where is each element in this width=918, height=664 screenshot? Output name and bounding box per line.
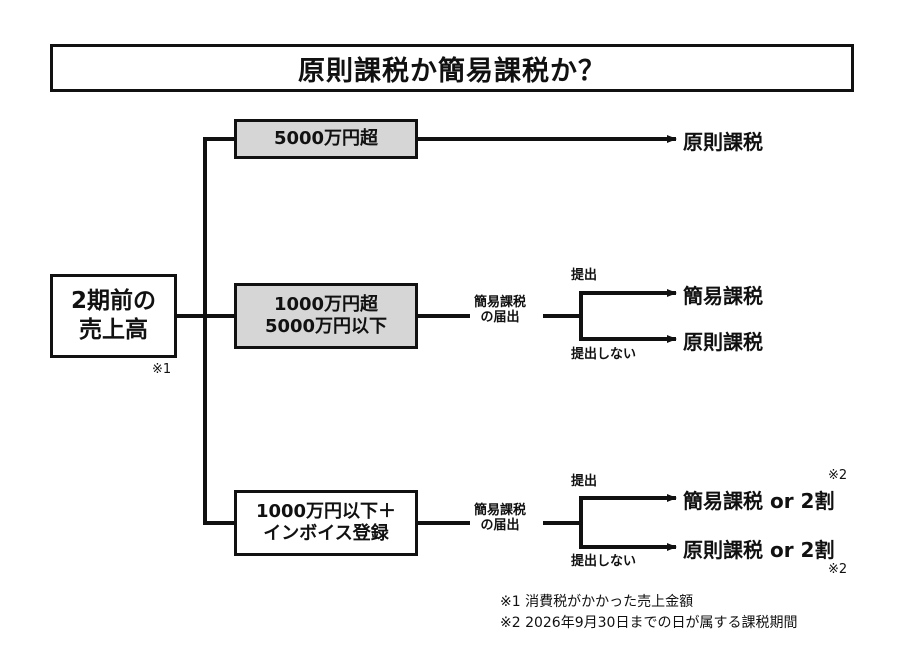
bottom-submit-note: ※2 <box>828 468 848 483</box>
result-mid-standard: 原則課税 <box>683 330 763 354</box>
footnote-2: ※2 2026年9月30日までの日が属する課税期間 <box>500 615 798 631</box>
mid-filing-line2: の届出 <box>480 309 520 325</box>
box-10m-to-50m: 1000万円超 5000万円以下 <box>234 283 418 349</box>
mid-submit-label: 提出 <box>571 268 598 283</box>
diagram-title: 原則課税か簡易課税か？ <box>50 44 854 92</box>
mid-filing-line1: 簡易課税 <box>474 295 527 310</box>
box-under-10m-line1: 1000万円以下＋ <box>255 500 397 522</box>
bottom-not-submit-note: ※2 <box>828 562 848 577</box>
mid-filing-label: 簡易課税 の届出 <box>474 295 527 326</box>
root-line2: 売上高 <box>79 317 148 343</box>
bottom-filing-line1: 簡易課税 <box>474 503 527 518</box>
mid-not-submit-label: 提出しない <box>571 347 637 362</box>
result-mid-simplified: 簡易課税 <box>683 284 763 308</box>
bottom-filing-label: 簡易課税 の届出 <box>474 503 527 534</box>
bottom-not-submit-label: 提出しない <box>571 554 637 569</box>
box-over-50m: 5000万円超 <box>234 119 418 159</box>
box-under-10m-invoice: 1000万円以下＋ インボイス登録 <box>234 490 418 556</box>
root-note: ※1 <box>152 362 172 377</box>
box-over-50m-label: 5000万円超 <box>273 127 379 149</box>
box-under-10m-line2: インボイス登録 <box>263 523 389 544</box>
result-bottom-standard: 原則課税 or 2割 <box>683 538 835 562</box>
root-line1: 2期前の <box>70 288 156 315</box>
box-10m-to-50m-line2: 5000万円以下 <box>264 316 388 337</box>
root-box: 2期前の 売上高 <box>50 274 177 358</box>
box-10m-to-50m-line1: 1000万円超 <box>273 293 379 315</box>
bottom-filing-line2: の届出 <box>480 517 520 533</box>
result-bottom-simplified: 簡易課税 or 2割 <box>683 489 835 513</box>
bottom-submit-label: 提出 <box>571 474 598 489</box>
result-top-standard: 原則課税 <box>683 130 763 154</box>
footnote-1: ※1 消費税がかかった売上金額 <box>500 594 694 610</box>
